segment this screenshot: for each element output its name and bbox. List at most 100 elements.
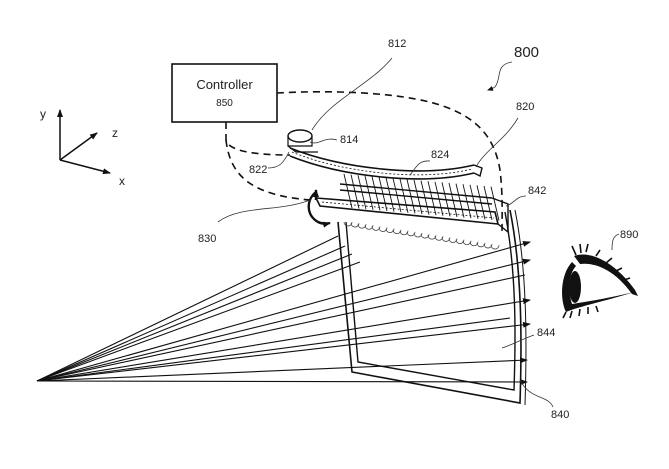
grating-scallop: [434, 236, 444, 241]
grating-top-rail: [339, 183, 493, 199]
controller-block: Controller 850: [171, 63, 278, 123]
grating-ruling: [476, 185, 486, 220]
light-ray: [36, 258, 531, 382]
ref-curved-reflector: 820: [516, 101, 534, 113]
eye-upper-lid: [574, 254, 638, 296]
leader-actuator: [309, 138, 338, 144]
control-line-to-grating: [276, 90, 503, 236]
ref-reflector-surface: 824: [431, 149, 449, 161]
leader-curved-reflector: [475, 117, 519, 168]
eye-lashes-lower: [562, 305, 599, 319]
eye-iris: [569, 271, 581, 303]
reference-labels: 812 814 820 822 824 842 830 844 840 890: [198, 38, 638, 421]
leader-display-area: [501, 334, 535, 349]
rotation-arrow: [307, 191, 331, 228]
leader-scanner: [217, 199, 311, 223]
grating-scallop: [406, 231, 416, 237]
leader-light-source: [311, 57, 393, 131]
grating-ruling: [490, 186, 500, 221]
light-ray: [36, 245, 346, 382]
ref-actuator: 814: [340, 134, 358, 146]
grating-ruling: [392, 178, 402, 213]
control-connections: [225, 90, 503, 236]
grating-ruling: [434, 181, 444, 216]
light-ray: [36, 298, 531, 382]
ref-mount: 822: [249, 164, 267, 176]
control-line-to-source: [225, 122, 291, 156]
scanner-bar-hatch: [321, 201, 495, 219]
grating-ruling: [371, 176, 381, 211]
waveguide: [337, 209, 527, 406]
grating-scallop: [357, 224, 367, 229]
z-axis-label: z: [112, 126, 118, 140]
grating-ruling: [483, 185, 493, 221]
z-axis-arrow: [59, 132, 98, 161]
controller-ref: 850: [216, 98, 233, 109]
grating-ruling: [385, 177, 395, 212]
grating-ruling: [455, 183, 465, 218]
grating-ruling: [357, 175, 367, 210]
grating-ruling: [364, 175, 374, 210]
grating-scallop: [441, 237, 451, 242]
light-ray: [36, 321, 531, 382]
light-source-body: [287, 136, 313, 147]
figure-number-leader: [487, 61, 513, 91]
grating-right-bracket: [491, 197, 509, 234]
grating-scallop: [378, 227, 388, 232]
ref-display-area: 844: [537, 327, 555, 339]
light-ray: [36, 378, 528, 385]
grating-array: [314, 173, 509, 250]
light-source-lens: [287, 129, 313, 143]
grating-scallop: [343, 221, 353, 227]
grating-ruling: [343, 173, 353, 209]
grating-ruling: [448, 182, 458, 218]
curved-reflector: [289, 147, 483, 180]
coordinate-axes: y z x: [40, 107, 125, 188]
leader-reflector-surface: [409, 160, 431, 176]
eye-lower-lid: [562, 262, 634, 312]
ref-waveguide: 840: [551, 409, 569, 421]
waveguide-outer-frame: [337, 209, 522, 404]
grating-scallop: [350, 223, 360, 228]
light-ray: [36, 241, 531, 382]
light-source-base: [287, 145, 318, 153]
grating-ruling: [406, 179, 416, 214]
grating-scallop: [448, 238, 458, 243]
grating-scallop: [462, 240, 472, 246]
light-ray: [36, 274, 526, 382]
figure-number: 800: [514, 44, 539, 61]
grating-ruling: [469, 184, 479, 219]
viewer-eye: [562, 243, 638, 319]
grating-scallop: [371, 226, 381, 231]
grating-scallop: [469, 241, 479, 247]
light-ray: [36, 235, 339, 382]
figure-number-group: 800: [487, 44, 539, 91]
ref-grating: 842: [528, 185, 546, 197]
light-rays: [36, 235, 531, 385]
grating-ruling: [413, 179, 423, 215]
controller-title: Controller: [196, 77, 253, 92]
grating-scallop: [385, 228, 395, 233]
y-axis-label: y: [40, 107, 46, 121]
leader-grating: [505, 195, 527, 207]
x-axis-label: x: [119, 174, 125, 188]
grating-ruling: [350, 174, 360, 209]
grating-scallop: [455, 239, 465, 244]
control-line-to-scanner: [225, 139, 311, 201]
light-ray: [36, 317, 511, 382]
x-axis-arrow: [59, 159, 111, 175]
grating-ruling: [462, 184, 472, 219]
grating-ruling: [441, 182, 451, 217]
light-ray: [36, 261, 361, 382]
grating-scallop: [399, 230, 409, 236]
grating-scallop: [490, 245, 500, 250]
ref-light-source: 812: [388, 38, 406, 50]
leader-eye: [611, 233, 620, 251]
waveguide-edge: [514, 209, 527, 406]
waveguide-inner-frame: [345, 211, 516, 391]
light-source: [287, 129, 318, 153]
controller-box: [171, 63, 278, 123]
light-ray: [36, 253, 353, 382]
grating-scallop: [420, 234, 430, 239]
